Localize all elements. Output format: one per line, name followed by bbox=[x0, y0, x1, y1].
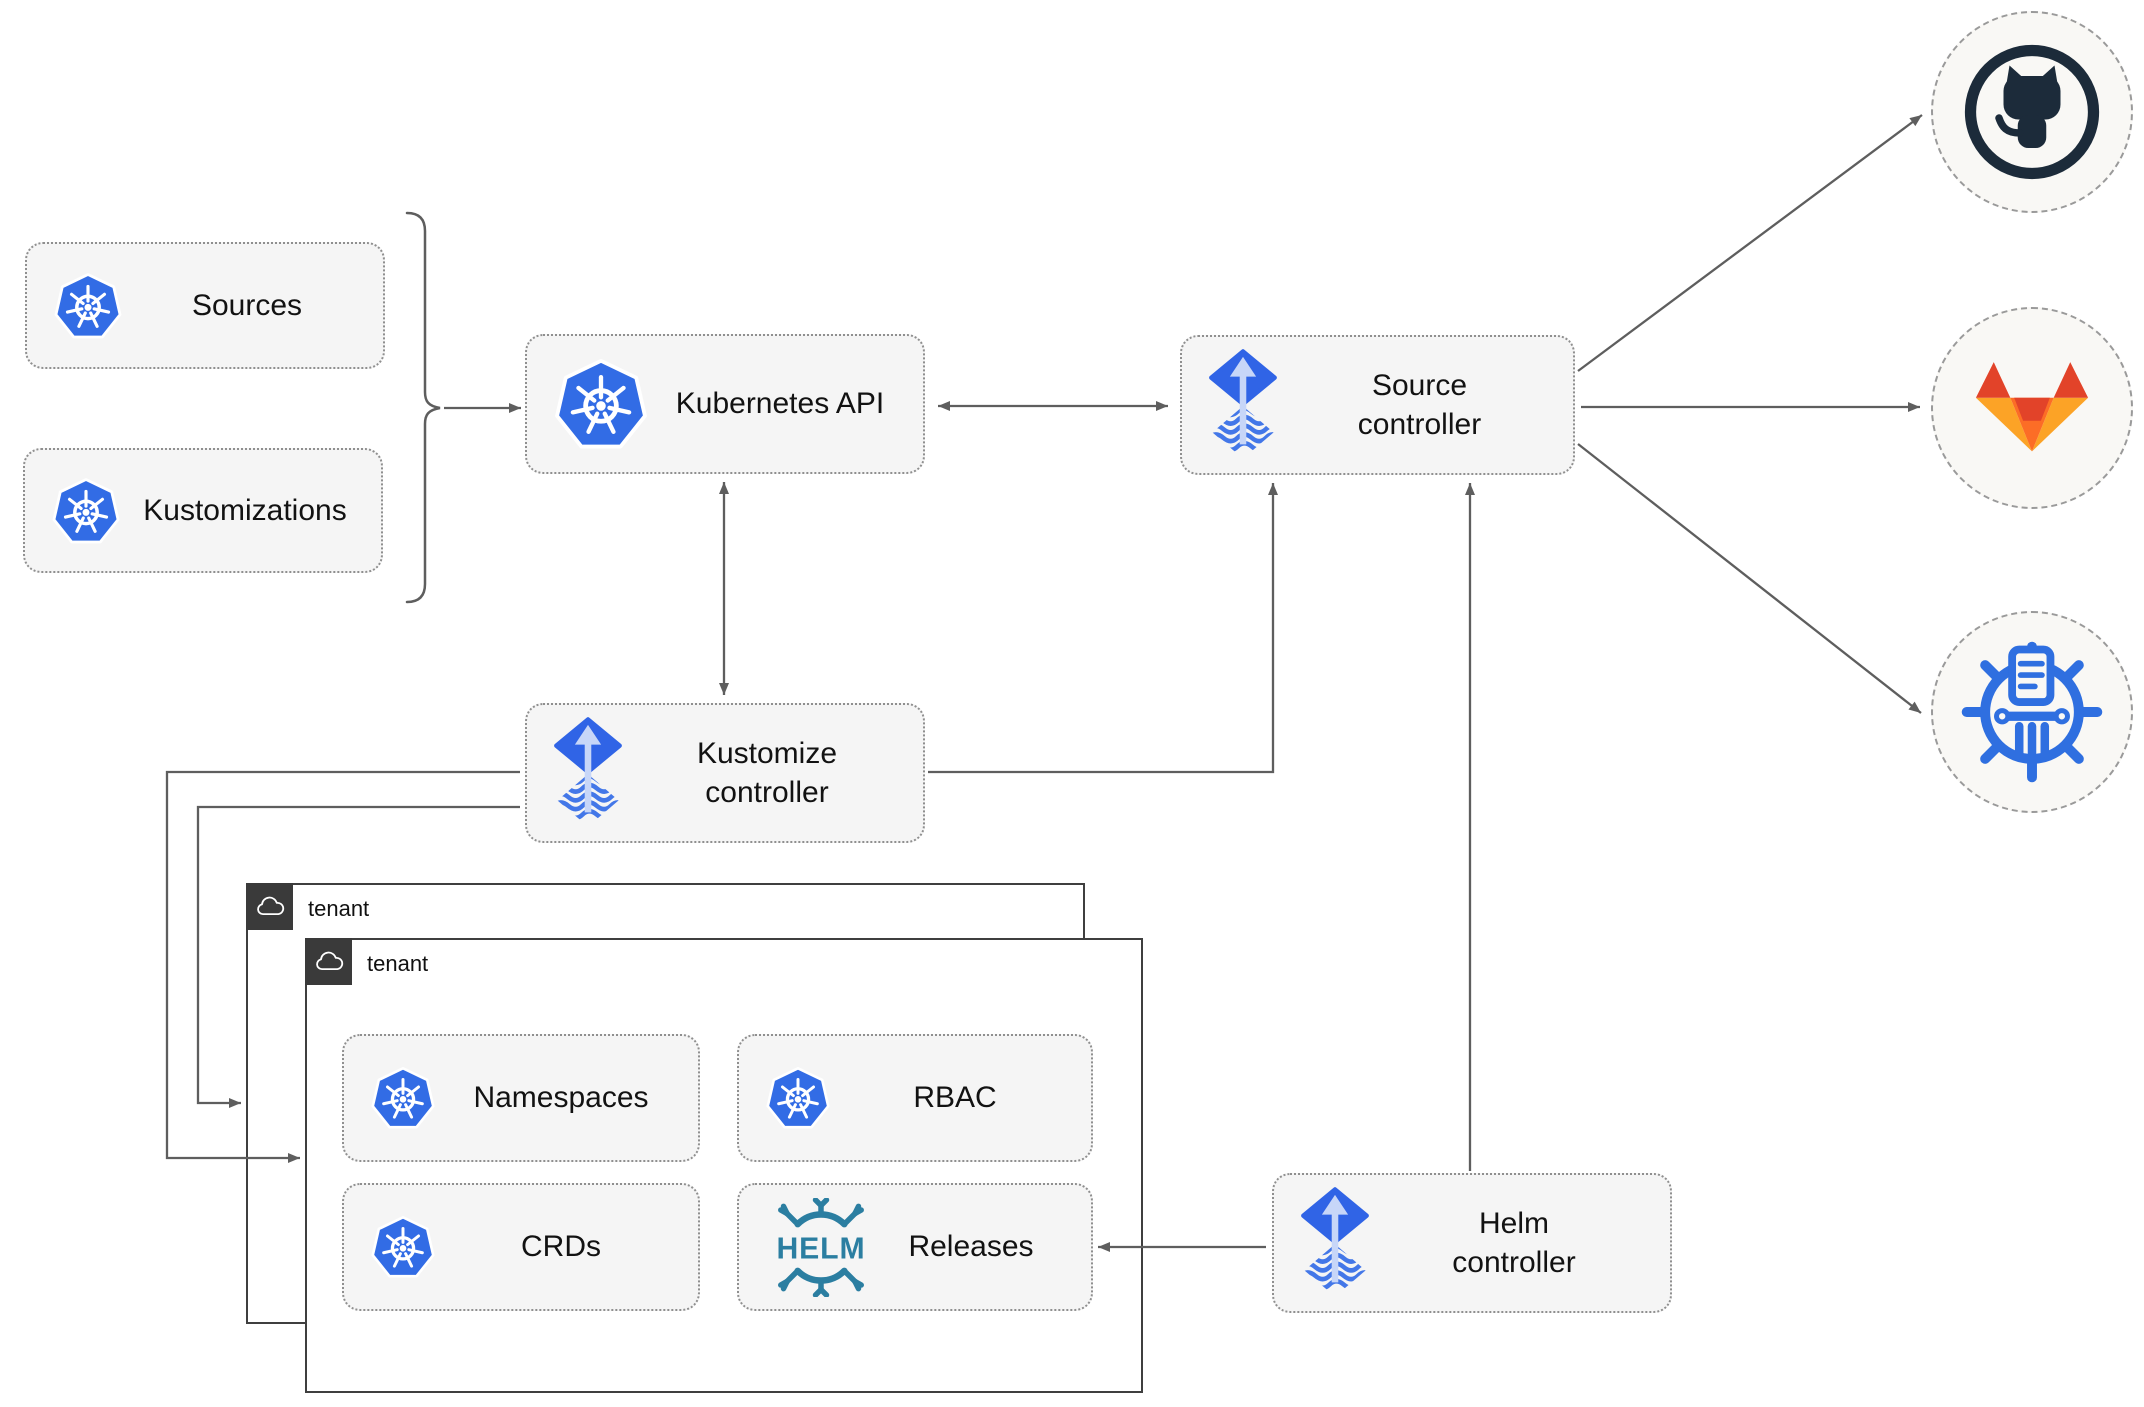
github-endpoint bbox=[1931, 11, 2133, 213]
tenant-inner-tab bbox=[305, 938, 352, 985]
kubernetes-icon bbox=[765, 1065, 831, 1131]
node-kubernetes-api-label: Kubernetes API bbox=[675, 387, 885, 420]
node-helm-controller: Helm controller bbox=[1272, 1173, 1672, 1313]
node-kustomizations: Kustomizations bbox=[23, 448, 383, 573]
node-sources-label: Sources bbox=[191, 288, 303, 322]
node-helm-controller-label: Helm controller bbox=[1452, 1207, 1576, 1279]
connector-sourcectrl-to-github bbox=[1577, 114, 1923, 372]
node-sources: Sources bbox=[25, 242, 385, 369]
node-crds: CRDs bbox=[342, 1183, 700, 1311]
kubernetes-icon bbox=[51, 476, 121, 546]
gitlab-icon bbox=[1968, 357, 2096, 459]
chart-repository-endpoint bbox=[1931, 611, 2133, 813]
kubernetes-icon bbox=[370, 1214, 436, 1280]
node-rbac-label: RBAC bbox=[913, 1081, 997, 1114]
cloud-icon bbox=[313, 950, 345, 974]
node-source-controller-label: Source controller bbox=[1357, 369, 1482, 441]
node-namespaces: Namespaces bbox=[342, 1034, 700, 1162]
connector-sourcectrl-to-chartrepo bbox=[1577, 443, 1922, 714]
tenant-outer-label: tenant bbox=[308, 896, 370, 921]
tenant-box-inner: tenant bbox=[305, 938, 1143, 1393]
node-crds-label: CRDs bbox=[521, 1230, 601, 1263]
flux-icon bbox=[553, 716, 623, 830]
connector-kustomizectrl-to-sourcectrl bbox=[928, 483, 1278, 774]
node-releases: Releases bbox=[737, 1183, 1093, 1311]
kubernetes-icon bbox=[553, 356, 649, 452]
node-source-controller: Source controller bbox=[1180, 335, 1575, 475]
helm-icon bbox=[757, 1198, 885, 1297]
flux-icon bbox=[1300, 1186, 1370, 1300]
node-kustomizations-label: Kustomizations bbox=[143, 493, 347, 527]
gitlab-endpoint bbox=[1931, 307, 2133, 509]
node-kustomize-controller: Kustomize controller bbox=[525, 703, 925, 843]
node-releases-label: Releases bbox=[908, 1230, 1034, 1263]
node-namespaces-label: Namespaces bbox=[473, 1081, 649, 1114]
github-icon bbox=[1957, 37, 2107, 187]
tenant-inner-label: tenant bbox=[367, 951, 429, 976]
chartmuseum-icon bbox=[1961, 641, 2103, 783]
tenant-outer-tab bbox=[246, 883, 293, 930]
node-rbac: RBAC bbox=[737, 1034, 1093, 1162]
group-bracket bbox=[405, 211, 441, 604]
flux-icon bbox=[1208, 348, 1278, 462]
kubernetes-icon bbox=[370, 1065, 436, 1131]
node-kubernetes-api: Kubernetes API bbox=[525, 334, 925, 474]
kubernetes-icon bbox=[53, 271, 123, 341]
cloud-icon bbox=[254, 895, 286, 919]
node-kustomize-controller-label: Kustomize controller bbox=[696, 737, 838, 809]
